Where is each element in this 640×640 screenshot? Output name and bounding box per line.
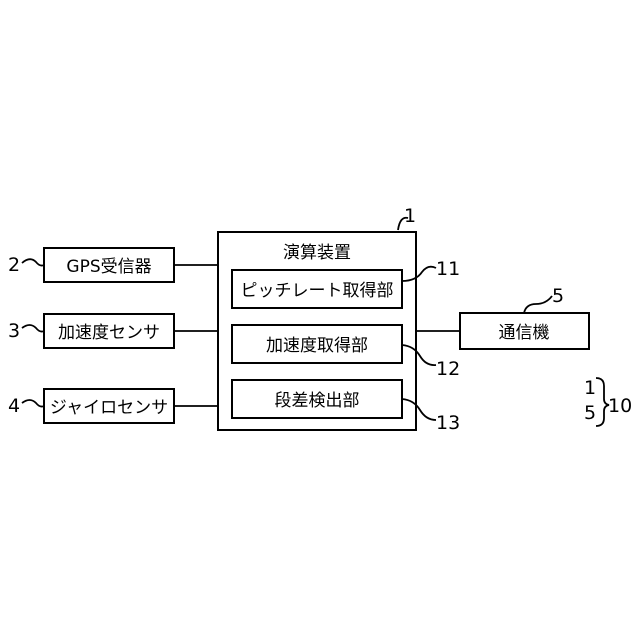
leader-line-3 <box>22 325 44 332</box>
leader-line-4 <box>22 400 44 407</box>
ref-number-13: 13 <box>436 412 460 434</box>
ref-number-11: 11 <box>436 258 460 280</box>
ref-number-5: 5 <box>552 285 564 307</box>
acceleration-sensor-label: 加速度センサ <box>58 323 160 343</box>
ref-number-3: 3 <box>8 320 20 342</box>
system-member-5: 5 <box>584 402 596 424</box>
ref-number-10: 10 <box>608 395 632 417</box>
acceleration-acquisition-label: 加速度取得部 <box>266 336 368 356</box>
pitch-rate-label: ピッチレート取得部 <box>241 281 394 301</box>
communicator-label: 通信機 <box>499 323 550 343</box>
ref-number-1: 1 <box>404 205 416 227</box>
ref-number-4: 4 <box>8 395 20 417</box>
computing-unit-title: 演算装置 <box>283 243 351 263</box>
gyro-sensor-label: ジャイロセンサ <box>50 398 168 418</box>
leader-line-5 <box>524 296 552 313</box>
ref-number-2: 2 <box>8 254 20 276</box>
step-detection-label: 段差検出部 <box>275 391 360 411</box>
gps-receiver-label: GPS受信器 <box>66 257 151 277</box>
system-member-1: 1 <box>584 377 596 399</box>
leader-line-2 <box>22 259 44 265</box>
ref-number-12: 12 <box>436 358 460 380</box>
